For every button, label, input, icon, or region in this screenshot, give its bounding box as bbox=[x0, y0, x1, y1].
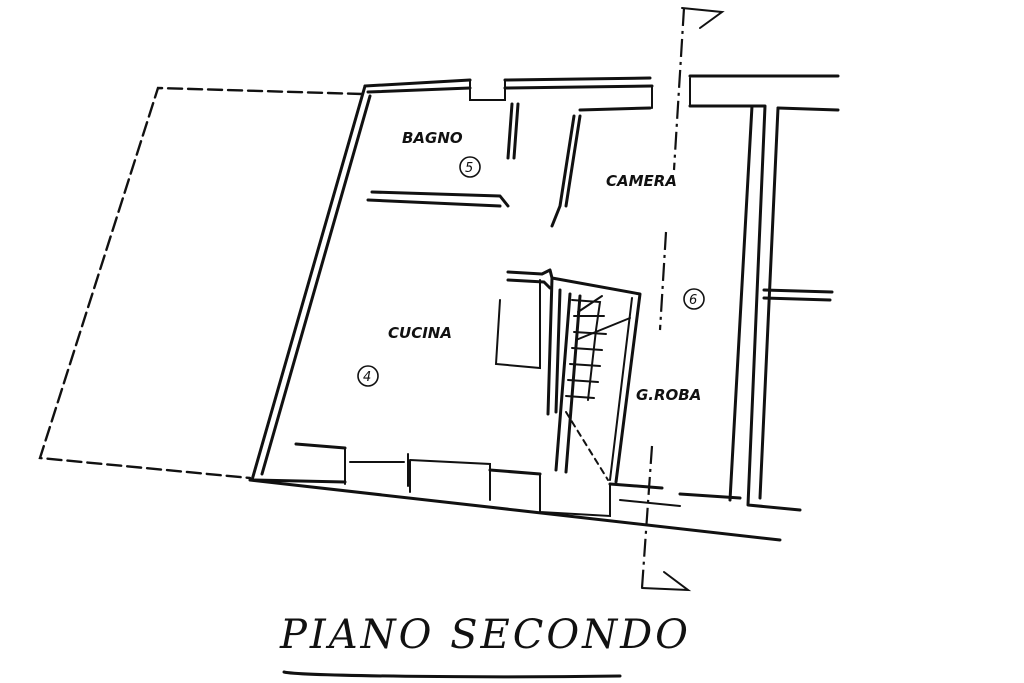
room-label-camera: CAMERA 6 bbox=[606, 172, 705, 310]
svg-text:6: 6 bbox=[689, 293, 697, 308]
svg-text:CAMERA: CAMERA bbox=[606, 172, 677, 190]
svg-text:5: 5 bbox=[465, 161, 473, 176]
annex-outline bbox=[38, 86, 364, 480]
room-label-g-roba: G.ROBA bbox=[636, 386, 701, 404]
section-line bbox=[640, 7, 725, 592]
svg-text:G.ROBA: G.ROBA bbox=[636, 386, 701, 404]
outer-walls bbox=[248, 74, 840, 542]
svg-text:CUCINA: CUCINA bbox=[388, 324, 452, 342]
interior-walls bbox=[366, 102, 582, 228]
room-label-bagno: BAGNO 5 bbox=[402, 129, 481, 178]
caption-underline bbox=[282, 670, 622, 679]
caption-title: PIANO SECONDO bbox=[279, 612, 691, 658]
openings bbox=[344, 77, 691, 518]
room-label-cucina: CUCINA 4 bbox=[357, 324, 452, 387]
stair bbox=[494, 268, 642, 484]
svg-text:BAGNO: BAGNO bbox=[402, 129, 463, 147]
svg-text:4: 4 bbox=[363, 370, 371, 385]
